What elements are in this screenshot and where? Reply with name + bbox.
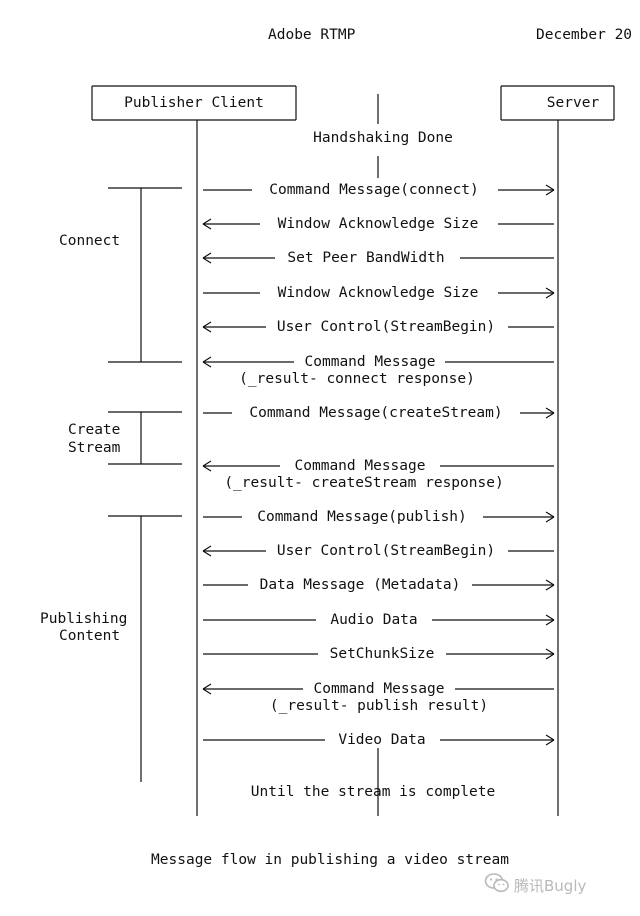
message-label: Set Peer BandWidth [287, 250, 445, 266]
watermark-text: 腾讯Bugly [514, 876, 587, 895]
phase-publishing-label-line2: Content [59, 628, 121, 644]
phase-create-stream-label-line2: Stream [68, 440, 121, 456]
watermark: 腾讯Bugly [484, 872, 586, 898]
message-label: Window Acknowledge Size [277, 216, 479, 232]
document-date: December 20 [536, 27, 633, 43]
message-label: Command Message [304, 354, 436, 370]
message-label: Audio Data [330, 612, 418, 628]
message-label: Video Data [338, 732, 426, 748]
message-sublabel: (_result- createStream response) [224, 475, 504, 491]
phase-create-stream-label-line1: Create [68, 422, 121, 438]
message-label: User Control(StreamBegin) [276, 543, 496, 559]
message-label: Command Message [294, 458, 426, 474]
message-label: Window Acknowledge Size [277, 285, 479, 301]
message-label: Data Message (Metadata) [259, 577, 461, 593]
message-sublabel: (_result- publish result) [269, 698, 489, 714]
message-label: Command Message(createStream) [249, 405, 503, 421]
message-label: Command Message [313, 681, 445, 697]
phase-publishing-label-line1: Publishing [40, 611, 128, 627]
message-label: User Control(StreamBegin) [276, 319, 496, 335]
message-label: SetChunkSize [329, 646, 435, 662]
wechat-icon [484, 872, 510, 898]
message-label: Command Message(publish) [257, 509, 467, 525]
document-title: Adobe RTMP [268, 27, 356, 43]
phase-connect-label: Connect [59, 233, 121, 249]
figure-caption: Message flow in publishing a video strea… [151, 852, 509, 868]
stream-complete-note: Until the stream is complete [250, 784, 496, 800]
message-sublabel: (_result- connect response) [239, 371, 475, 387]
handshake-label: Handshaking Done [313, 130, 453, 146]
participant-server: Server [546, 95, 600, 111]
message-label: Command Message(connect) [269, 182, 479, 198]
participant-publisher-client: Publisher Client [124, 95, 264, 111]
